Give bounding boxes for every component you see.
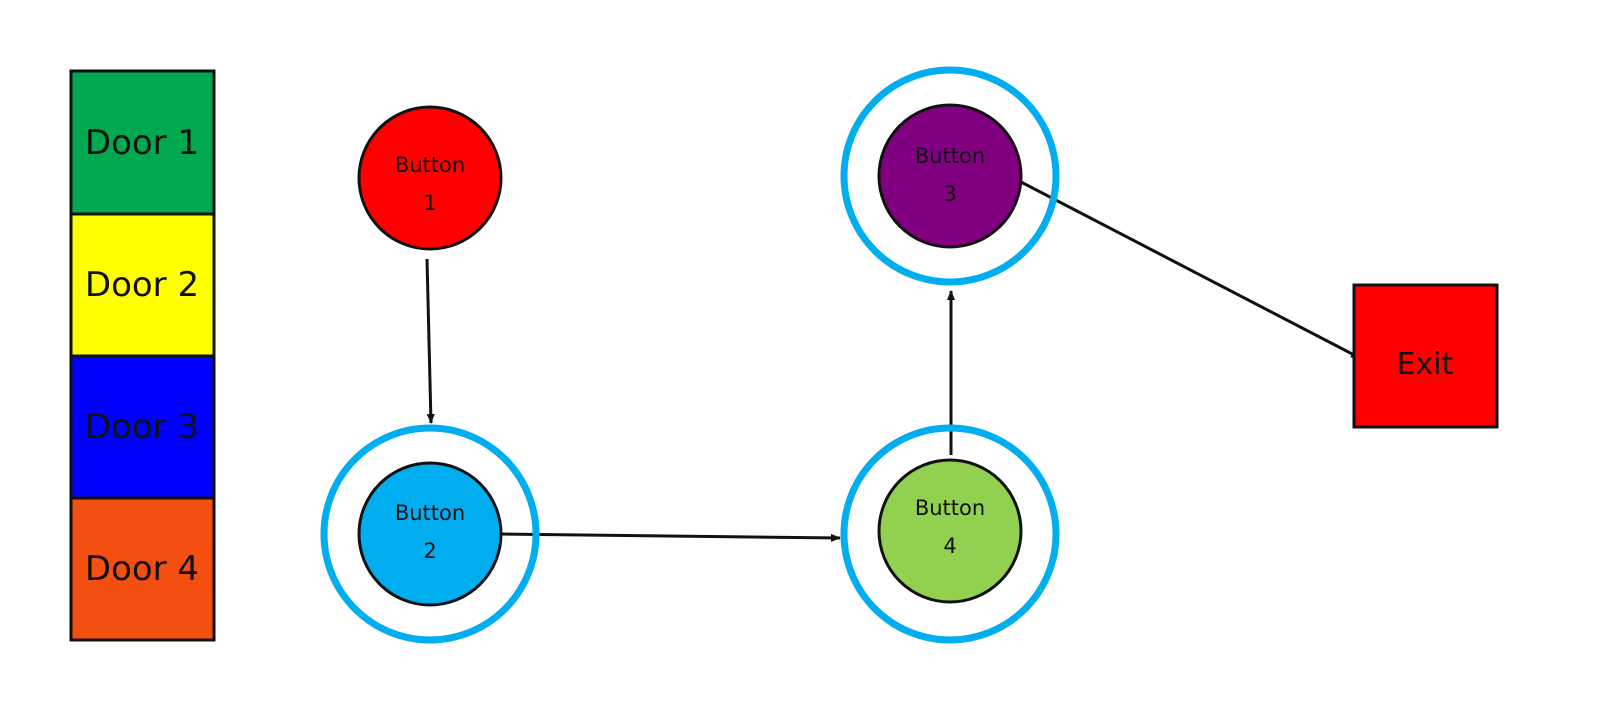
button-4-circle	[877, 458, 1023, 604]
button-2-label: Button	[395, 501, 465, 525]
button-4-label: Button	[915, 496, 985, 520]
button-3-number: 3	[943, 182, 956, 206]
door-1-block	[69, 69, 216, 216]
door-2: Door 2	[69, 212, 216, 358]
door-3: Door 3	[69, 354, 216, 500]
door-3-block	[69, 354, 216, 500]
button-1-label: Button	[395, 153, 465, 177]
arrow-button1-to-button2	[425, 258, 435, 424]
door-column: Door 1 Door 2 Door 3 Door 4	[69, 69, 216, 642]
door-1-label: Door 1	[85, 123, 199, 163]
door-4-block	[69, 496, 216, 642]
button-4-node: Button 4	[840, 424, 1060, 644]
exit-node: Exit	[1352, 283, 1499, 429]
exit-label: Exit	[1397, 347, 1454, 382]
button-1-circle	[357, 105, 503, 251]
arrow-button3-to-exit	[1020, 180, 1361, 360]
button-3-label: Button	[915, 144, 985, 168]
button-2-number: 2	[423, 539, 436, 563]
door-4: Door 4	[69, 496, 216, 642]
door-2-label: Door 2	[85, 265, 199, 305]
button-3-circle	[877, 103, 1023, 249]
connectors	[425, 180, 1361, 542]
button-2-circle	[357, 461, 503, 607]
button-1-number: 1	[423, 191, 436, 215]
exit-box	[1352, 283, 1499, 429]
door-1: Door 1	[69, 69, 216, 216]
button-4-number: 4	[943, 534, 956, 558]
button-1-node: Button 1	[357, 105, 503, 251]
button-2-ring	[320, 424, 540, 644]
door-2-block	[69, 212, 216, 358]
button-3-ring	[840, 66, 1060, 286]
button-3-node: Button 3	[840, 66, 1060, 286]
door-3-label: Door 3	[85, 407, 199, 447]
arrow-button2-to-button4	[500, 532, 841, 542]
button-4-ring	[840, 424, 1060, 644]
button-2-node: Button 2	[320, 424, 540, 644]
door-4-label: Door 4	[85, 549, 199, 589]
